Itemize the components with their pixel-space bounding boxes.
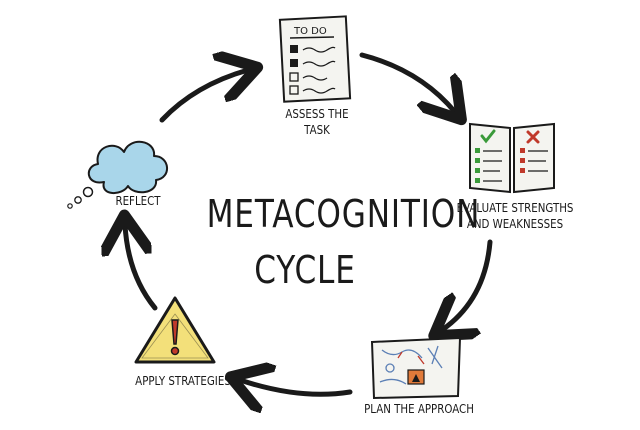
arrow-plan-to-apply [240, 380, 353, 394]
diagram-title-line2: CYCLE [254, 248, 356, 292]
arrow-evaluate-to-plan [442, 239, 493, 330]
thought-cloud-icon [67, 141, 168, 209]
step-label-evaluate: EVALUATE STRENGTHS AND WEAKNESSES [456, 200, 574, 231]
step-label-assess: ASSESS THE TASK [285, 106, 349, 137]
arrow-reflect-to-assess [159, 70, 248, 123]
todo-list-icon: TO DO [278, 15, 352, 103]
todo-list-heading: TO DO [293, 26, 327, 37]
plan-board-icon [370, 336, 462, 400]
open-checklist-book-icon [469, 122, 555, 194]
warning-triangle-icon [134, 296, 216, 364]
arrow-assess-to-evaluate [359, 52, 455, 112]
step-label-reflect: REFLECT [115, 193, 161, 208]
diagram-title-line1: METACOGNITION [206, 192, 481, 236]
step-label-plan: PLAN THE APPROACH [364, 401, 474, 416]
step-label-apply: APPLY STRATEGIES [135, 373, 231, 388]
arrow-apply-to-reflect [125, 225, 158, 311]
